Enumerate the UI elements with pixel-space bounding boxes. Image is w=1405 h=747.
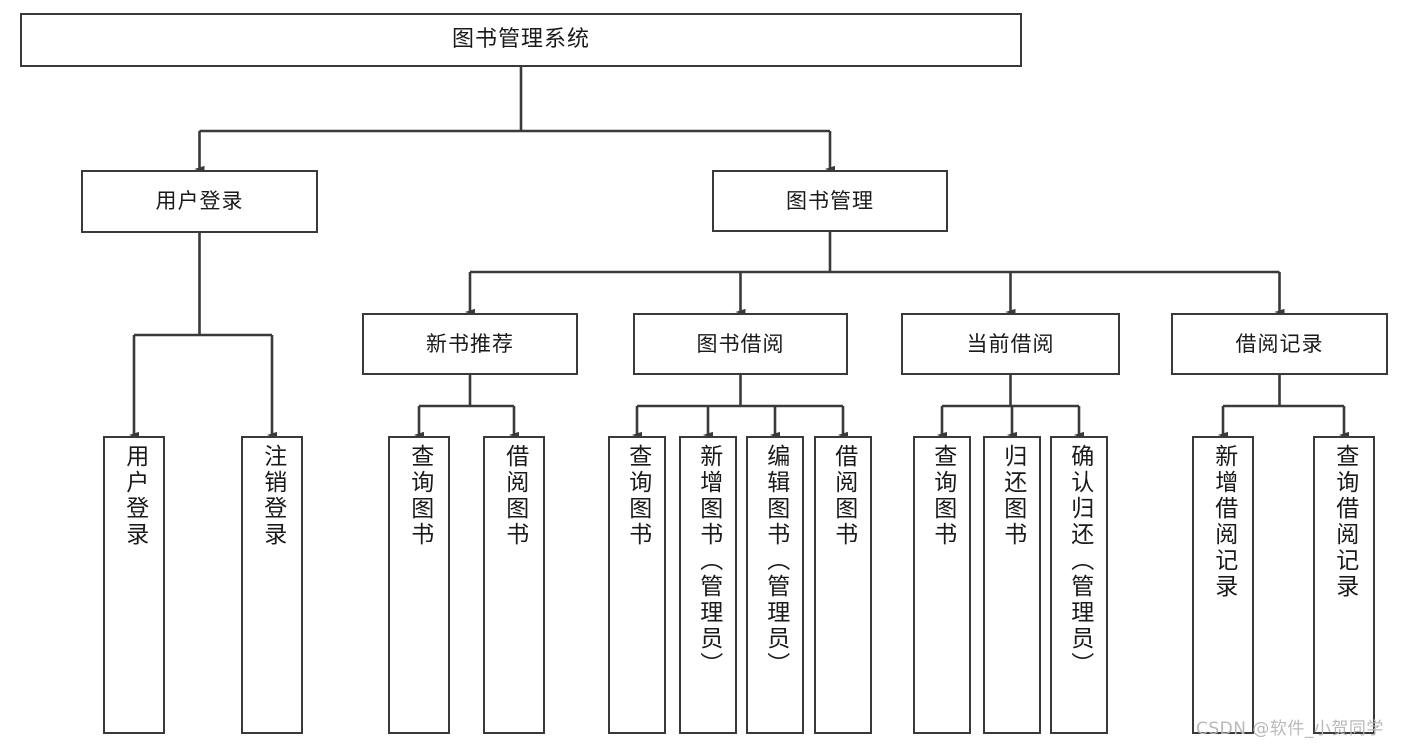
node-label: 用户登录 (121, 444, 148, 548)
node-label: 查询图书 (406, 444, 433, 548)
node-label: 确认归还（管理员） (1066, 444, 1093, 678)
node-leaf-bb-query[interactable]: 查询图书 (608, 436, 666, 734)
node-book-borrow[interactable]: 图书借阅 (633, 313, 848, 375)
node-leaf-cb-return[interactable]: 归还图书 (983, 436, 1041, 734)
node-user-login[interactable]: 用户登录 (81, 170, 318, 233)
node-label: 新书推荐 (426, 331, 514, 356)
node-label: 编辑图书（管理员） (762, 444, 789, 678)
node-borrow-record[interactable]: 借阅记录 (1171, 313, 1388, 375)
node-current-borrow[interactable]: 当前借阅 (901, 313, 1120, 375)
node-label: 图书管理系统 (451, 27, 590, 53)
node-leaf-bb-add[interactable]: 新增图书（管理员） (679, 436, 737, 734)
node-label: 借阅记录 (1235, 331, 1324, 356)
node-book-manage[interactable]: 图书管理 (712, 170, 948, 232)
node-leaf-cb-query[interactable]: 查询图书 (913, 436, 971, 734)
node-root[interactable]: 图书管理系统 (20, 13, 1022, 67)
node-label: 查询借阅记录 (1331, 444, 1358, 600)
node-label: 当前借阅 (966, 331, 1055, 356)
node-label: 查询图书 (929, 444, 956, 548)
node-label: 借阅图书 (830, 444, 857, 548)
node-label: 图书借阅 (696, 331, 785, 356)
node-leaf-bb-borrow[interactable]: 借阅图书 (814, 436, 872, 734)
node-leaf-cb-confirm[interactable]: 确认归还（管理员） (1050, 436, 1108, 734)
node-leaf-br-query[interactable]: 查询借阅记录 (1313, 436, 1375, 734)
node-label: 新增借阅记录 (1210, 444, 1237, 600)
node-label: 查询图书 (624, 444, 651, 548)
node-leaf-bb-edit[interactable]: 编辑图书（管理员） (746, 436, 804, 734)
node-leaf-br-add[interactable]: 新增借阅记录 (1192, 436, 1254, 734)
node-leaf-user-login[interactable]: 用户登录 (103, 436, 165, 734)
node-new-book-rec[interactable]: 新书推荐 (362, 313, 578, 375)
node-label: 借阅图书 (501, 444, 528, 548)
node-label: 归还图书 (999, 444, 1026, 548)
node-leaf-user-logout[interactable]: 注销登录 (241, 436, 303, 734)
node-label: 用户登录 (155, 189, 244, 214)
node-label: 图书管理 (786, 188, 874, 213)
node-leaf-rec-query[interactable]: 查询图书 (388, 436, 450, 734)
node-leaf-rec-borrow[interactable]: 借阅图书 (483, 436, 545, 734)
node-label: 新增图书（管理员） (695, 444, 722, 678)
watermark-text: CSDN @软件_小贺同学 (1196, 719, 1384, 739)
node-label: 注销登录 (259, 444, 286, 548)
